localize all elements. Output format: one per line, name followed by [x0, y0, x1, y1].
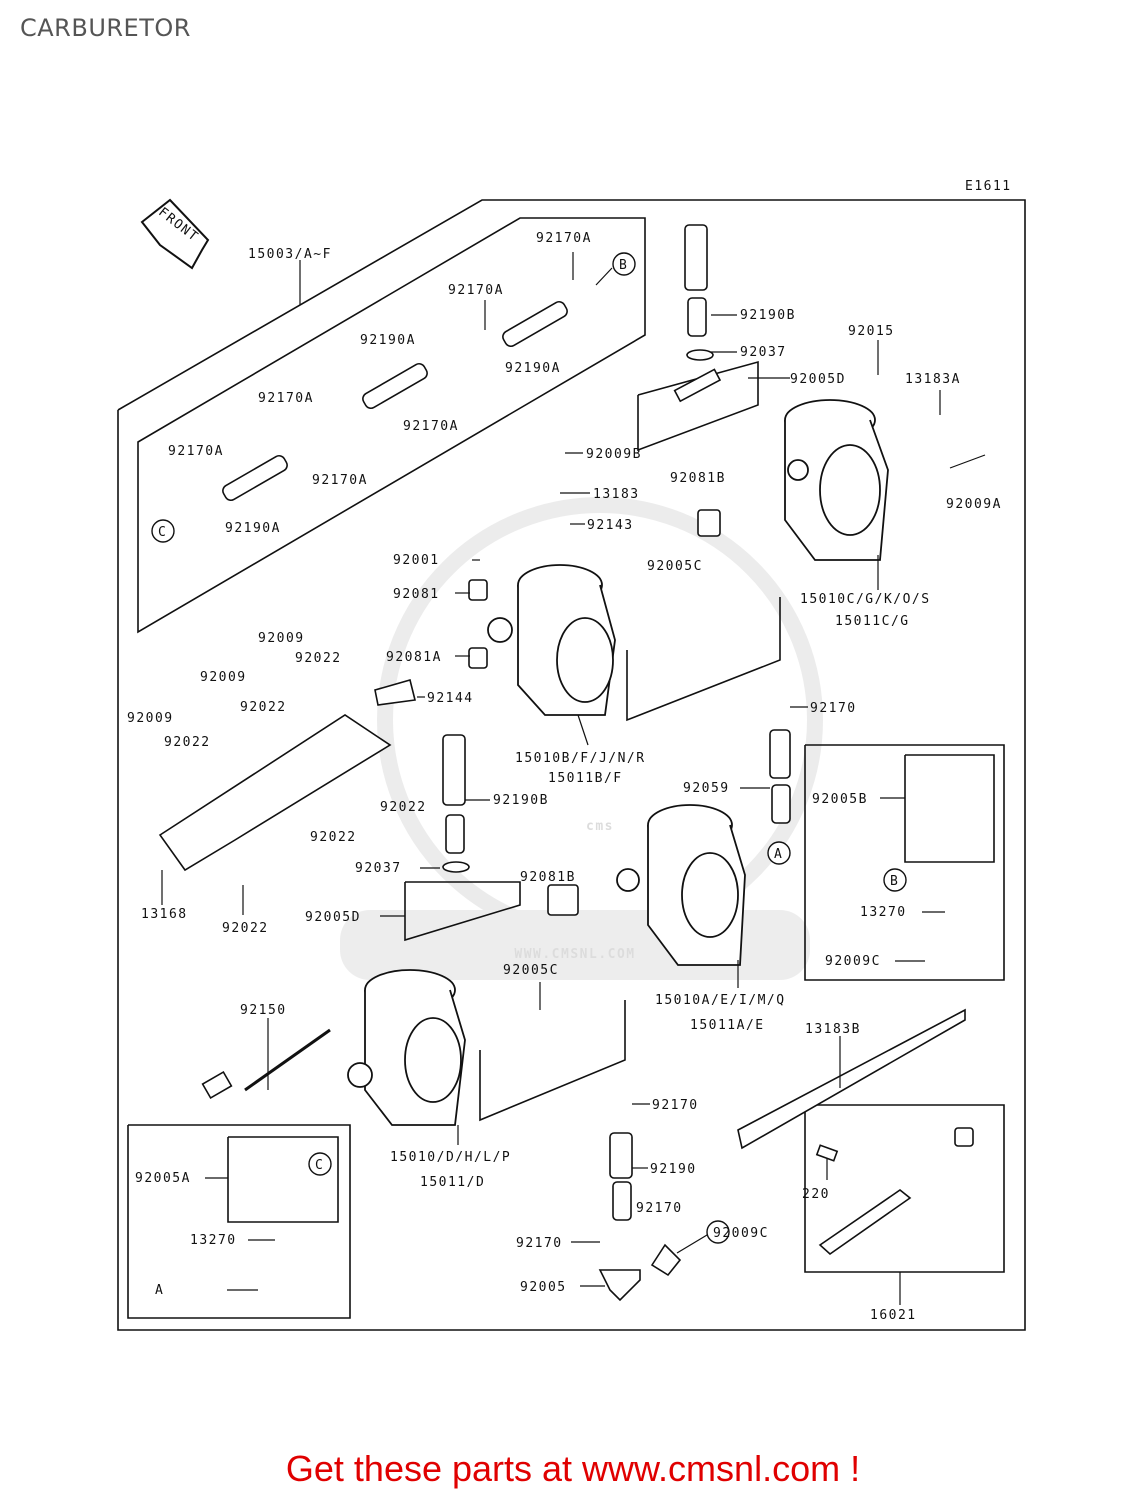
part-label: 15011C/G — [835, 614, 910, 629]
part-label: 92005A — [135, 1171, 191, 1186]
part-label: 92170 — [810, 701, 857, 716]
part-label: 92170A — [536, 231, 592, 246]
part-label: 15010/D/H/L/P — [390, 1150, 511, 1165]
part-label: 16021 — [870, 1308, 917, 1323]
part-label: 92037 — [740, 345, 787, 360]
part-label: 15011B/F — [548, 771, 623, 786]
part-label: 13168 — [141, 907, 188, 922]
part-label: 15010B/F/J/N/R — [515, 751, 646, 766]
part-label: 92037 — [355, 861, 402, 876]
part-label: 92143 — [587, 518, 634, 533]
callout-A-bottom: 92009C — [713, 1226, 769, 1241]
part-label: 92170 — [652, 1098, 699, 1113]
part-label: 92170A — [403, 419, 459, 434]
part-label: 92022 — [295, 651, 342, 666]
part-label: 220 — [802, 1187, 830, 1202]
part-label: 92170A — [448, 283, 504, 298]
part-label: 92001 — [393, 553, 440, 568]
callout-A-mid: A — [774, 847, 783, 862]
page-title: CARBURETOR — [20, 14, 191, 42]
part-label: 92009 — [258, 631, 305, 646]
part-label: 92081A — [386, 650, 442, 665]
part-label: 92190 — [650, 1162, 697, 1177]
svg-text:WWW.CMSNL.COM: WWW.CMSNL.COM — [514, 947, 635, 962]
promo-link[interactable]: Get these parts at www.cmsnl.com ! — [285, 1448, 861, 1489]
part-label: 15010C/G/K/O/S — [800, 592, 931, 607]
part-label: 92190A — [225, 521, 281, 536]
part-label: 13270 — [860, 905, 907, 920]
part-label: 92170A — [258, 391, 314, 406]
part-label: 92081B — [520, 870, 576, 885]
part-label: 92009A — [946, 497, 1002, 512]
svg-text:cms: cms — [586, 819, 614, 834]
part-label: 92022 — [380, 800, 427, 815]
part-label: 15011A/E — [690, 1018, 765, 1033]
part-label: 13183 — [593, 487, 640, 502]
part-label: A — [155, 1283, 164, 1298]
part-label: 92009 — [200, 670, 247, 685]
part-label: 92005C — [503, 963, 559, 978]
part-label: 13183A — [905, 372, 961, 387]
part-label: 92005C — [647, 559, 703, 574]
callouts — [151, 252, 907, 1244]
part-label: 92170 — [636, 1201, 683, 1216]
part-label: 92190A — [505, 361, 561, 376]
front-arrow: FRONT — [140, 198, 210, 270]
frames — [117, 199, 1026, 1331]
part-label: 15010A/E/I/M/Q — [655, 993, 786, 1008]
part-label: 92009C — [825, 954, 881, 969]
part-label: 92022 — [240, 700, 287, 715]
part-labels: E1611 15003/A~F 92170A 92170A 92190A 921… — [127, 179, 1012, 1323]
part-label: 92005D — [790, 372, 846, 387]
parts-diagram: cms WWW.CMSNL.COM FRONT — [117, 179, 1026, 1331]
callout-B-right: B — [890, 874, 899, 889]
callout-C-left: C — [158, 525, 167, 540]
callout-letters: B C A B C 92009C — [158, 258, 899, 1241]
part-label: 92022 — [310, 830, 357, 845]
callout-C-bottom: C — [315, 1158, 324, 1173]
part-label: 13270 — [190, 1233, 237, 1248]
diagram-code: E1611 — [965, 179, 1012, 194]
part-label: 92022 — [222, 921, 269, 936]
part-label: 92170 — [516, 1236, 563, 1251]
part-label: 92144 — [427, 691, 474, 706]
leader-lines — [161, 252, 986, 1305]
part-label: 92005 — [520, 1280, 567, 1295]
part-label: 92005D — [305, 910, 361, 925]
part-label: 92150 — [240, 1003, 287, 1018]
carburetor-bodies — [347, 399, 889, 1126]
part-label: 92081B — [670, 471, 726, 486]
part-label: 92059 — [683, 781, 730, 796]
part-label: 92190B — [493, 793, 549, 808]
part-label: 92190B — [740, 308, 796, 323]
part-label: 92009B — [586, 447, 642, 462]
part-label: 92170A — [312, 473, 368, 488]
callout-B-top: B — [619, 258, 628, 273]
part-label: 92015 — [848, 324, 895, 339]
part-label: 92190A — [360, 333, 416, 348]
part-label: 92009 — [127, 711, 174, 726]
part-label: 92005B — [812, 792, 868, 807]
part-label: 13183B — [805, 1022, 861, 1037]
part-label: 15011/D — [420, 1175, 485, 1190]
part-label: 92022 — [164, 735, 211, 750]
small-parts — [158, 224, 974, 1302]
part-label: 92081 — [393, 587, 440, 602]
part-label: 92170A — [168, 444, 224, 459]
part-label: 15003/A~F — [248, 247, 332, 262]
